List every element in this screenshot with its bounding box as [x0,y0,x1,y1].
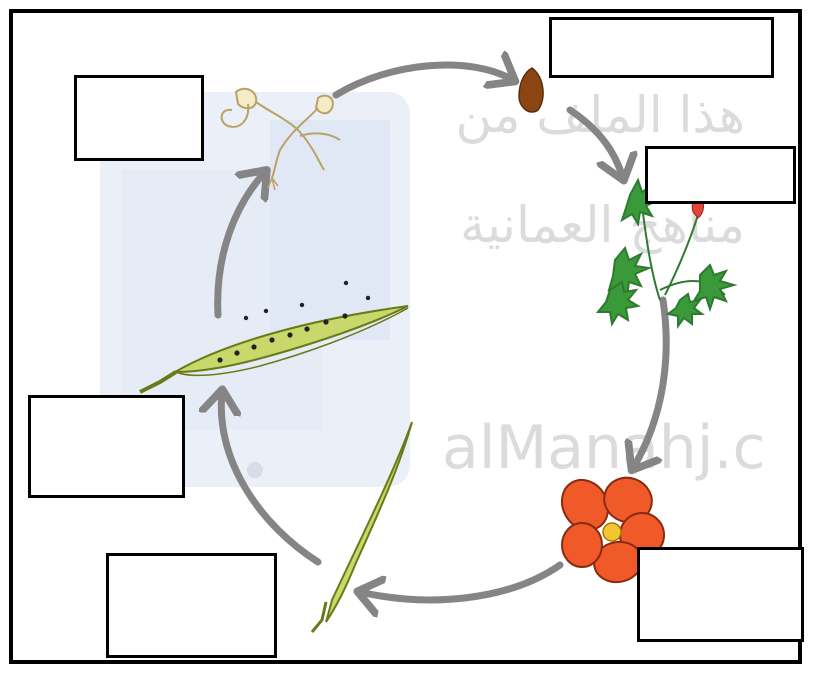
arrow-plant-to-flower [633,296,670,468]
label-box-seed[interactable] [549,17,774,78]
flower-icon [560,476,665,584]
seedling-icon [220,87,341,191]
label-box-pod[interactable] [106,553,277,658]
seeds [217,280,371,363]
seed-icon [518,67,544,113]
watermark-brand: alManahj.c [442,413,766,483]
cycle-arrows [214,65,670,600]
arrow-flower-to-pod [360,561,564,600]
arrow-seedling-to-seed [332,65,513,99]
arrow-seed-to-plant [566,106,623,178]
pod-icon [310,421,413,633]
arrow-open-pod-to-seedling [214,172,265,319]
label-box-flower[interactable] [637,547,804,642]
label-box-seedling[interactable] [74,75,204,161]
open-pod-icon [139,280,409,394]
arrow-pod-to-open-pod [221,392,322,566]
watermark: هذا الملف من مناهج العمانية alManahj.c [100,86,766,487]
label-box-plant[interactable] [645,146,796,204]
label-box-open-pod[interactable] [28,395,185,498]
